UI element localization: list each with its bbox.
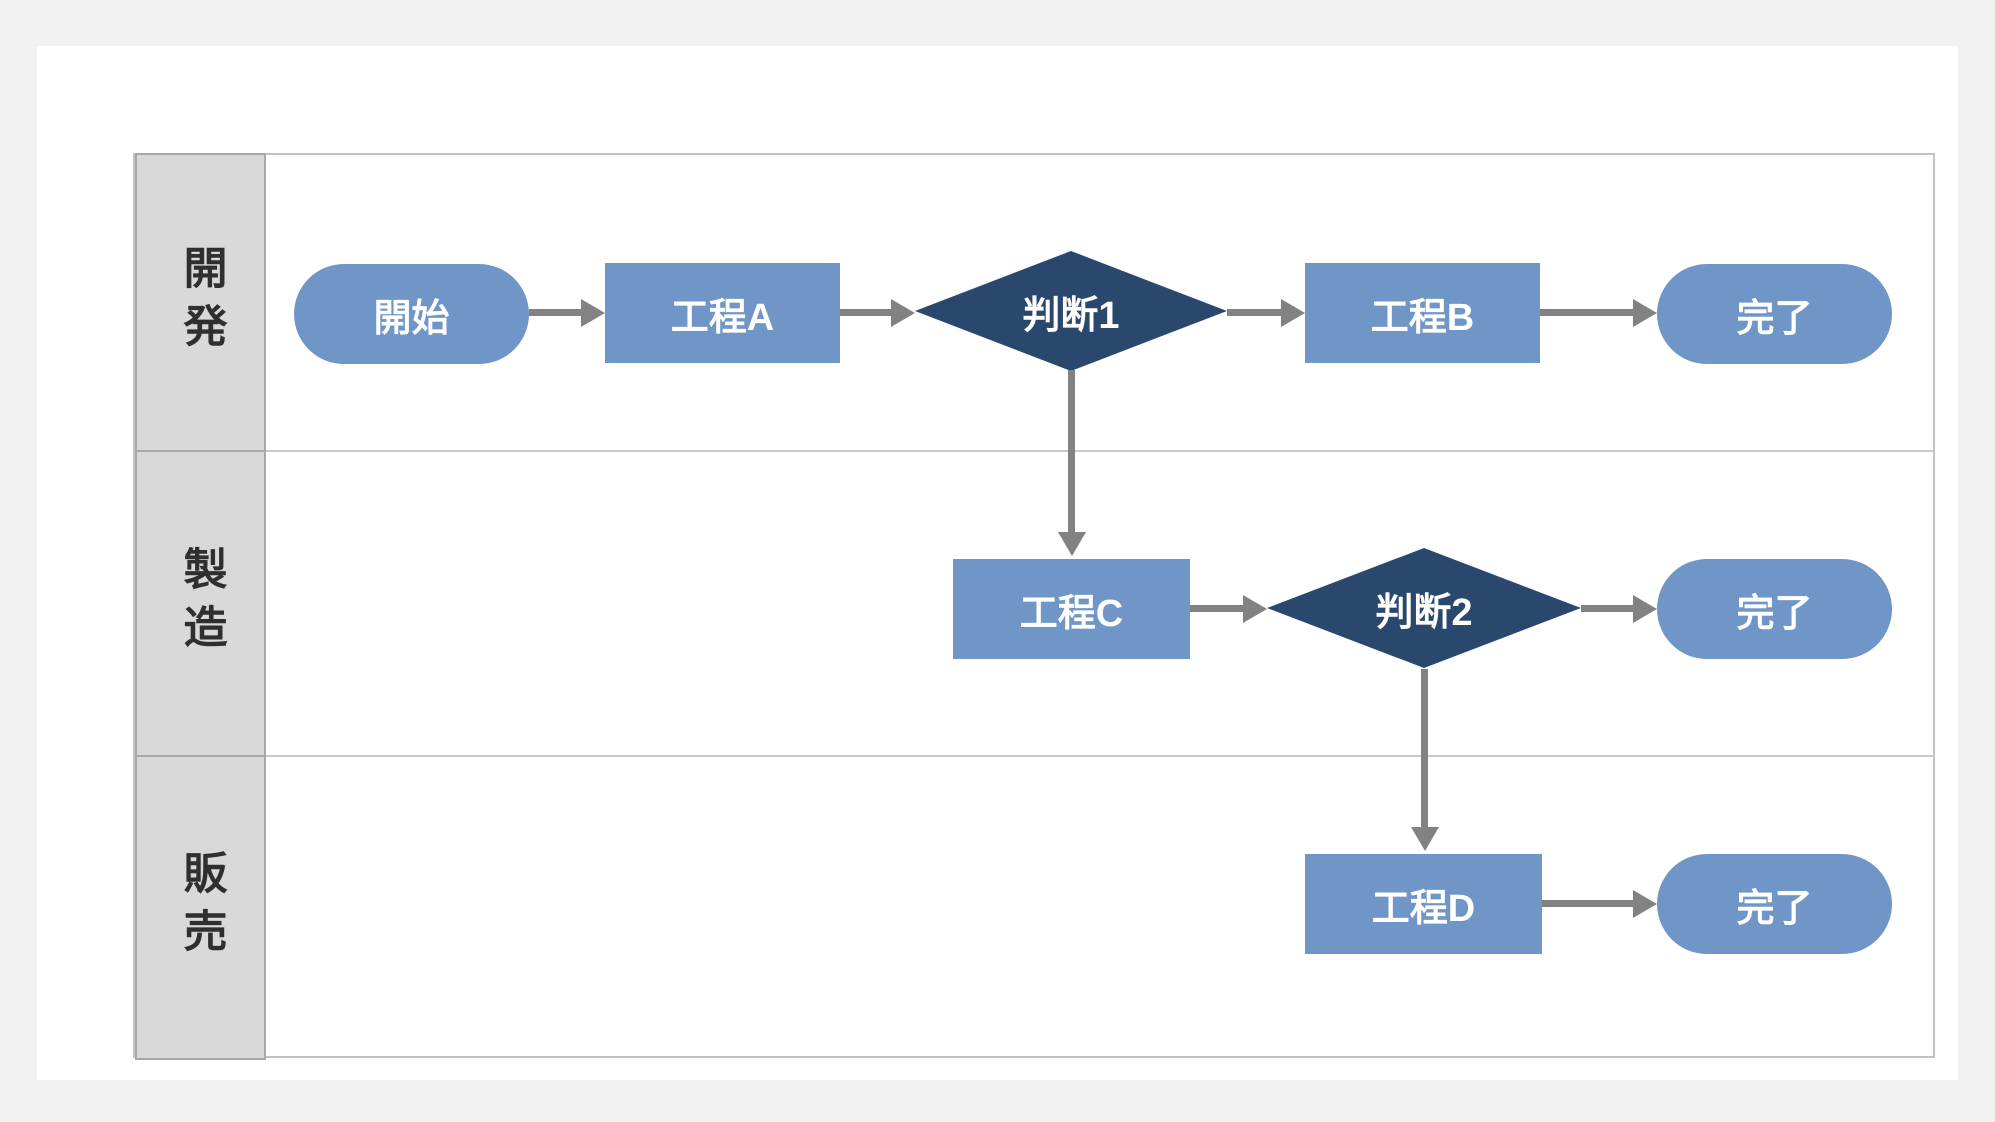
node-complete-dev: 完了 xyxy=(1657,264,1892,364)
lane-header-development: 開発 xyxy=(135,153,266,452)
node-process-d-label: 工程D xyxy=(1371,887,1476,930)
node-process-c-label: 工程C xyxy=(1019,592,1124,635)
arrow-decision-2-to-complete-mfg xyxy=(1581,605,1633,612)
node-start-label: 開始 xyxy=(373,297,450,340)
arrow-decision-2-to-process-d xyxy=(1421,669,1428,827)
arrow-process-d-to-complete-sales xyxy=(1542,900,1633,907)
arrow-start-to-process-a xyxy=(529,309,581,316)
node-complete-sales-label: 完了 xyxy=(1736,887,1813,930)
lane-header-manufacturing: 製造 xyxy=(135,450,266,757)
node-start: 開始 xyxy=(294,264,529,364)
arrow-decision-1-to-process-b xyxy=(1227,309,1281,316)
node-process-c: 工程C xyxy=(953,559,1190,659)
node-complete-sales: 完了 xyxy=(1657,854,1892,954)
node-complete-mfg: 完了 xyxy=(1657,559,1892,659)
lane-header-sales: 販売 xyxy=(135,755,266,1060)
arrow-decision-1-to-process-c xyxy=(1068,370,1075,532)
arrow-process-c-to-decision-2 xyxy=(1190,605,1243,612)
node-complete-mfg-label: 完了 xyxy=(1736,592,1813,635)
node-process-a-label: 工程A xyxy=(670,296,775,339)
node-decision-2-label: 判断2 xyxy=(1375,591,1473,634)
node-process-a: 工程A xyxy=(605,263,840,363)
node-complete-dev-label: 完了 xyxy=(1736,297,1813,340)
lane-header-sales-label: 販売 xyxy=(176,849,226,966)
lane-header-manufacturing-label: 製造 xyxy=(176,545,226,662)
node-process-d: 工程D xyxy=(1305,854,1542,954)
node-decision-1-label: 判断1 xyxy=(1022,294,1120,337)
lane-divider xyxy=(264,450,1933,452)
arrow-process-a-to-decision-1 xyxy=(840,309,891,316)
node-process-b-label: 工程B xyxy=(1370,296,1475,339)
arrow-process-b-to-complete-dev xyxy=(1540,309,1633,316)
diagram-canvas: 開発 製造 販売 開始 工程A 判断1 工程B 完了 xyxy=(37,46,1958,1080)
node-process-b: 工程B xyxy=(1305,263,1540,363)
lane-divider xyxy=(264,755,1933,757)
lane-header-development-label: 開発 xyxy=(176,244,226,361)
